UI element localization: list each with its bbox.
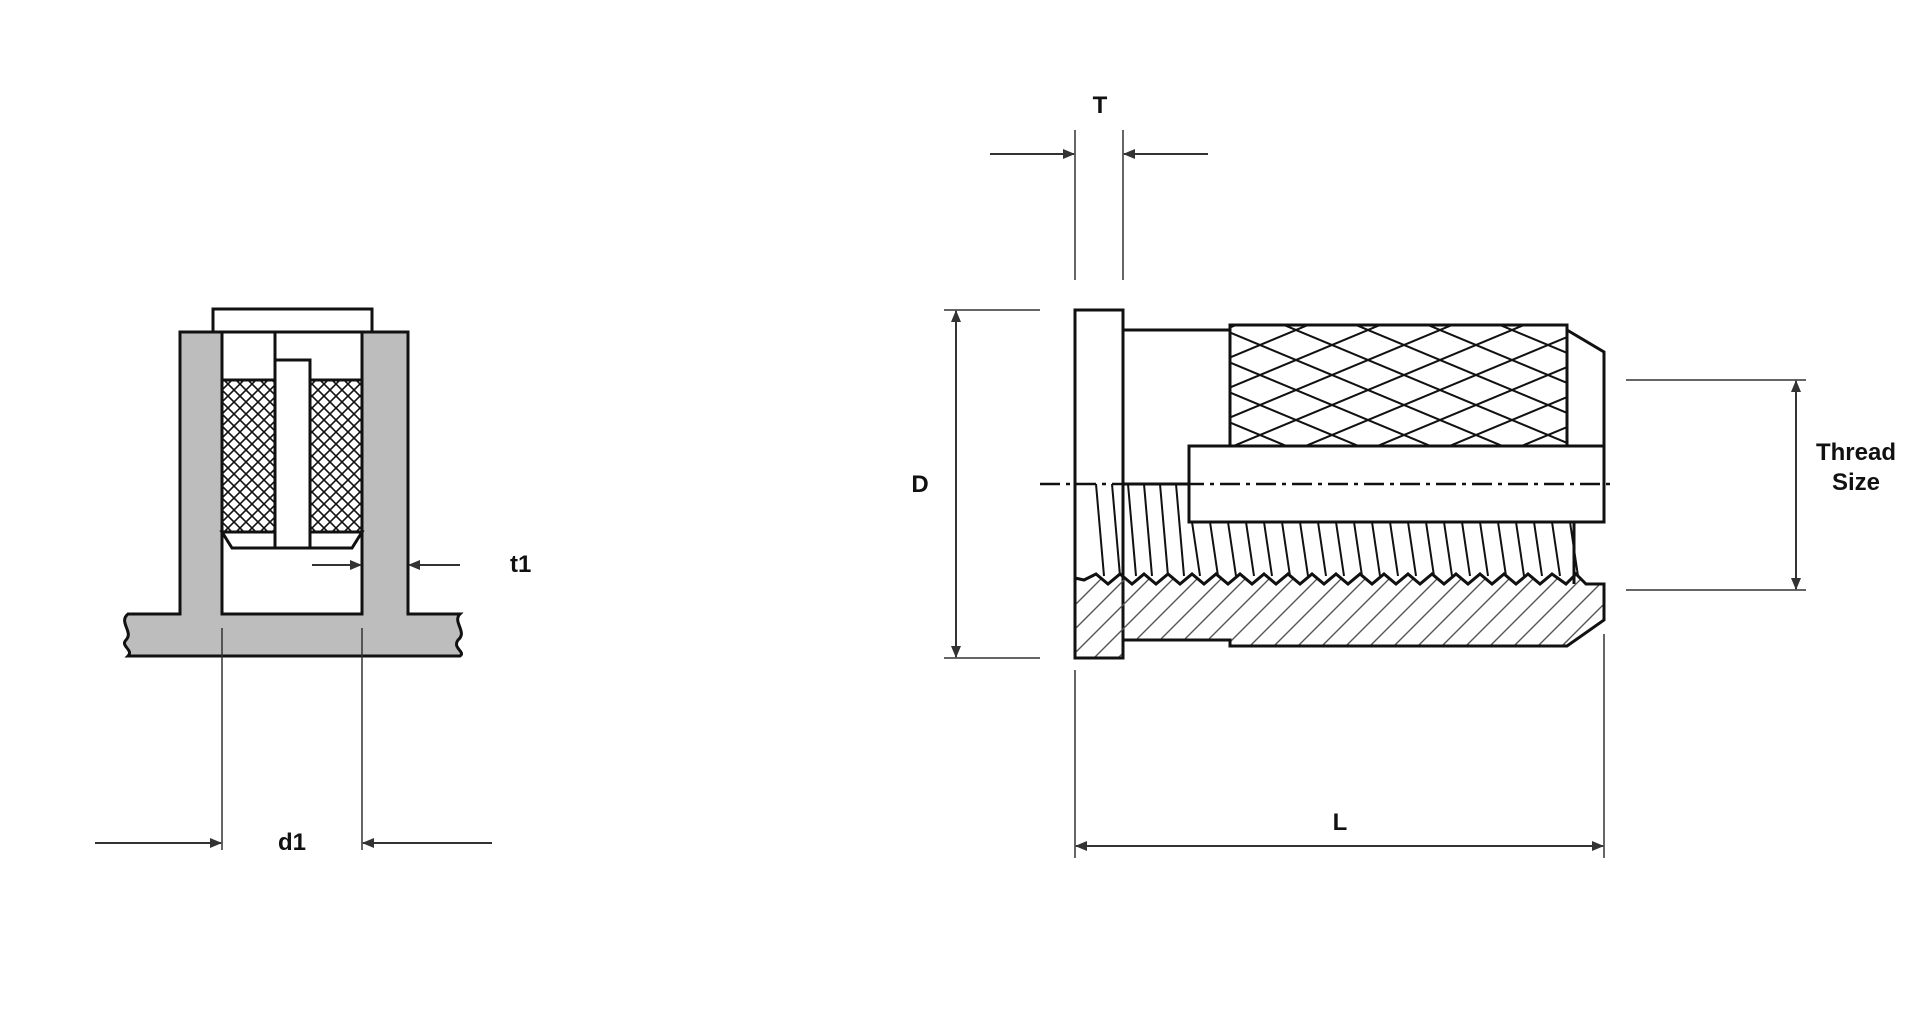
insert-side-view: T D L Thread Size <box>911 92 1896 858</box>
d1-label: d1 <box>278 829 306 856</box>
t1-label: t1 <box>510 551 531 578</box>
T-label: T <box>1093 92 1108 119</box>
upper-chamfer <box>1566 328 1606 448</box>
upper-knurl-band <box>1228 323 1569 448</box>
L-label: L <box>1333 809 1348 836</box>
thread-bore <box>1187 444 1606 524</box>
base-plate <box>123 330 464 658</box>
sleeve-end-right <box>308 530 365 550</box>
lower-section <box>1073 484 1606 660</box>
D-label: D <box>911 471 928 498</box>
insert-flange <box>211 307 374 334</box>
sleeve-end-left <box>219 530 277 550</box>
knurl-sleeve-left <box>220 378 277 534</box>
thread-size-label-line1: Thread <box>1816 439 1896 466</box>
insert-stem <box>273 332 312 550</box>
knurl-sleeve-right <box>308 378 364 534</box>
thread-size-label-line2: Size <box>1832 469 1880 496</box>
thread-flanks <box>1095 483 1579 577</box>
installed-section-view: d1 t1 <box>95 307 531 856</box>
